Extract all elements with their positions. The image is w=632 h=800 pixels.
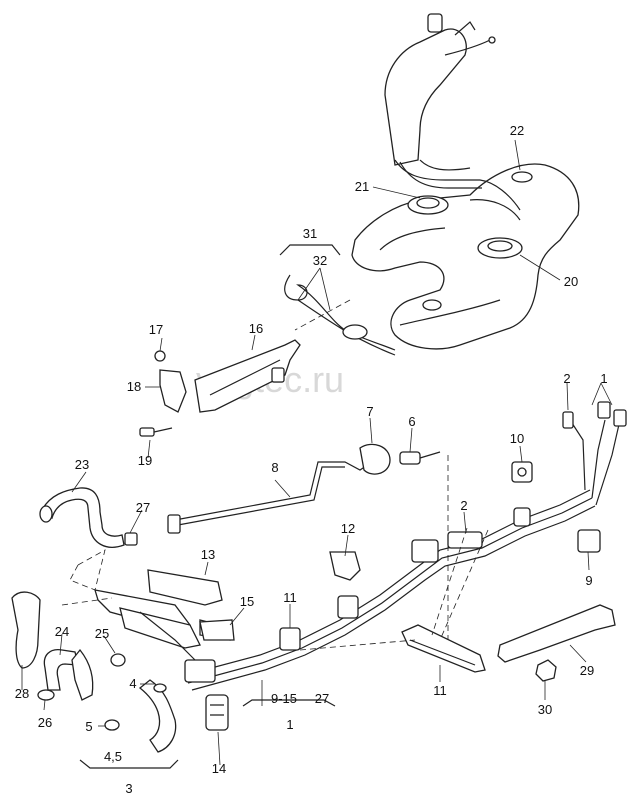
callout-13: 13 [201,547,215,562]
callout-6: 6 [408,414,415,429]
lower-left-parts [11,591,177,753]
callout-11: 11 [283,590,297,605]
callout-9: 9 [585,573,592,588]
small-clips [199,461,533,641]
leader-lines [21,139,613,769]
callout-27-bottom: 27 [315,691,329,706]
filler-pipe-assembly [384,13,521,211]
callout-30: 30 [538,702,552,717]
fuel-tank [351,163,580,350]
callout-labels: 1 2 2 6 7 8 10 9 11 12 13 15 11 30 29 22… [15,123,608,796]
callout-25: 25 [95,626,109,641]
breather-hose [39,487,138,548]
callout-11: 11 [433,683,447,698]
callout-3: 3 [125,781,132,796]
callout-1: 1 [600,371,607,386]
callout-12: 12 [341,521,355,536]
callout-5: 5 [85,719,92,734]
callout-4: 4 [129,676,136,691]
supply-line-8 [167,443,441,534]
callout-28: 28 [15,686,29,701]
line-holder-assembly [94,569,233,661]
guide-lines [61,299,489,651]
callout-7: 7 [366,404,373,419]
underbody-cover [497,604,616,682]
wiring-loom [284,274,396,356]
callout-21: 21 [355,179,369,194]
lower-holder-11 [401,624,486,673]
callout-26: 26 [38,715,52,730]
fuel-lines [184,401,627,691]
callout-2: 2 [563,371,570,386]
callout-32: 32 [313,253,327,268]
callout-20: 20 [564,274,578,289]
callout-4-5: 4,5 [104,749,122,764]
callout-16: 16 [249,321,263,336]
callout-22: 22 [510,123,524,138]
callout-31: 31 [303,226,317,241]
callout-29: 29 [580,663,594,678]
callout-15: 15 [240,594,254,609]
callout-18: 18 [127,379,141,394]
callout-19: 19 [138,453,152,468]
callout-9-15: 9-15 [271,691,297,706]
callout-27: 27 [136,500,150,515]
callout-2: 2 [460,498,467,513]
heat-shield-bracket [139,339,301,437]
callout-24: 24 [55,624,69,639]
callout-10: 10 [510,431,524,446]
callout-23: 23 [75,457,89,472]
callout-8: 8 [271,460,278,475]
callout-17: 17 [149,322,163,337]
callout-14: 14 [212,761,226,776]
callout-1-bottom: 1 [286,717,293,732]
pipe-clip-14 [205,694,229,731]
